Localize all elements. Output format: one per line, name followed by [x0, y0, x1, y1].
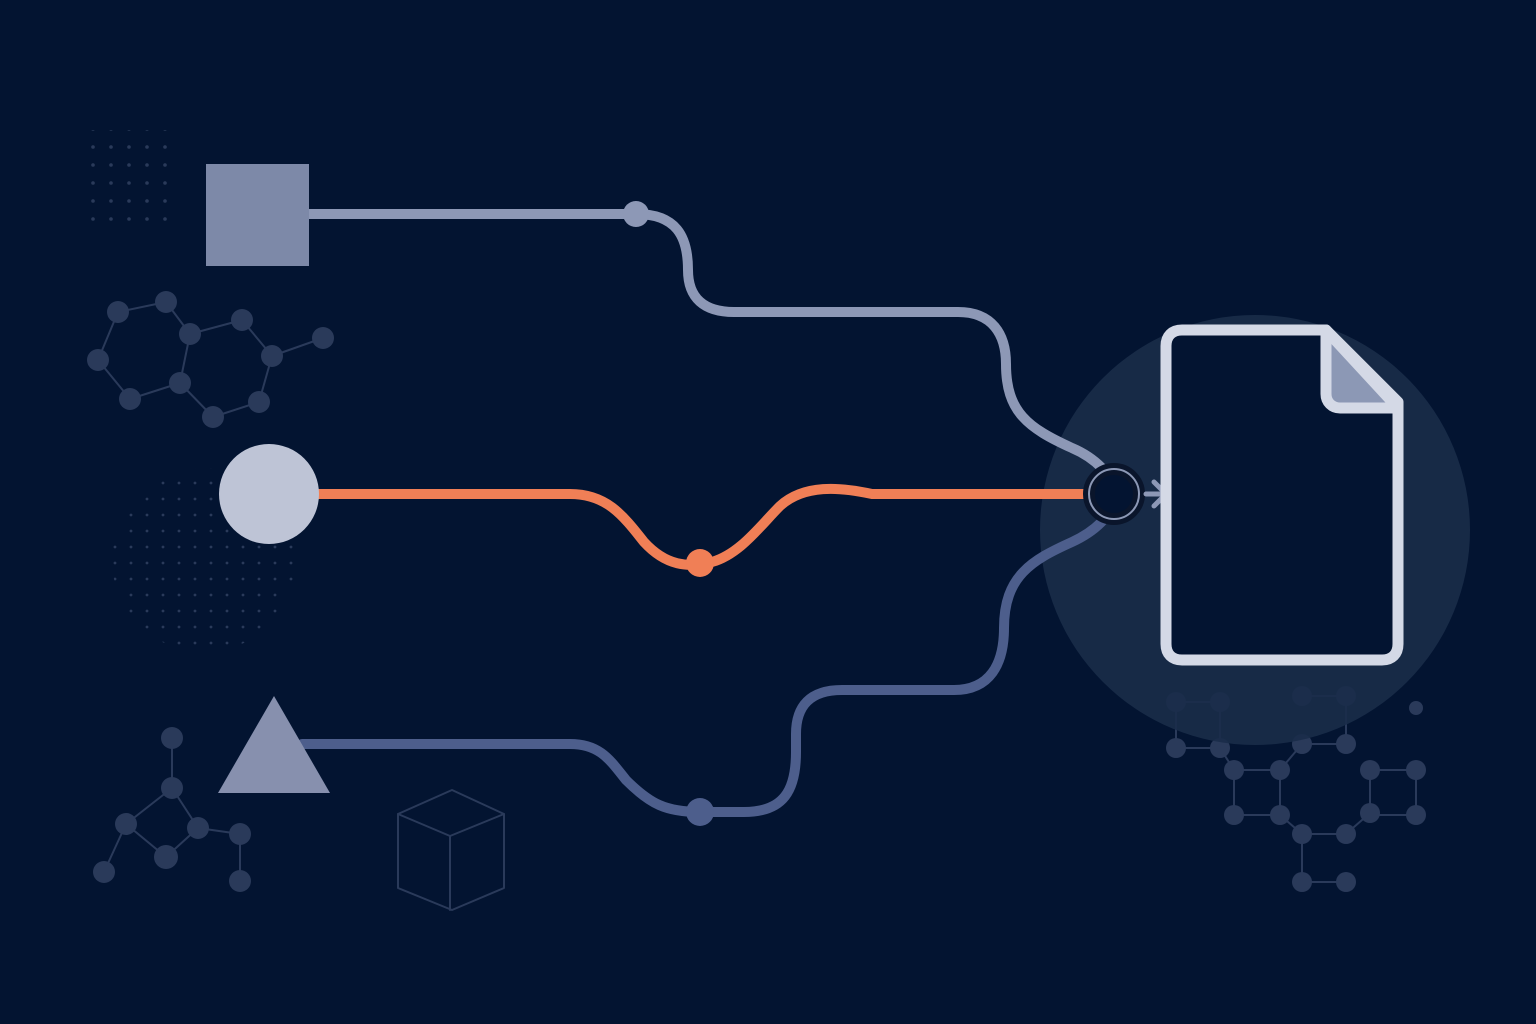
molecule-node — [1210, 738, 1230, 758]
molecule-link — [103, 737, 173, 873]
merge-node-ring — [1088, 468, 1140, 520]
molecule-node — [1224, 760, 1244, 780]
molecule-node — [1336, 872, 1356, 892]
molecule-node — [155, 291, 177, 313]
triangle-input-icon — [218, 696, 330, 793]
molecule-node — [1336, 824, 1356, 844]
middle-path-node — [686, 549, 714, 577]
molecule-node — [312, 327, 334, 349]
molecule-node — [248, 391, 270, 413]
molecule-node — [1406, 805, 1426, 825]
molecule-icon-bottom-left — [93, 727, 251, 892]
top-flow-path — [303, 209, 1123, 495]
dot-grid-top-left — [82, 130, 180, 222]
molecule-link — [1233, 769, 1281, 816]
molecule-node — [87, 349, 109, 371]
molecule-node — [179, 323, 201, 345]
molecule-node — [93, 861, 115, 883]
bottom-flow-path — [297, 495, 1123, 817]
document-fold-corner — [1320, 324, 1404, 414]
molecule-node — [1360, 760, 1380, 780]
molecule-node — [1224, 805, 1244, 825]
molecule-node — [1270, 805, 1290, 825]
molecule-nodes — [93, 727, 251, 892]
cube-outline-icon — [397, 789, 505, 911]
molecule-node — [119, 388, 141, 410]
molecule-node — [1336, 734, 1356, 754]
molecule-node — [202, 406, 224, 428]
top-path-node — [623, 201, 649, 227]
molecule-node — [161, 777, 183, 799]
molecule-node — [154, 845, 178, 869]
molecule-node — [229, 823, 251, 845]
molecule-node — [1406, 760, 1426, 780]
molecule-node — [1409, 701, 1423, 715]
molecule-node — [1292, 872, 1312, 892]
molecule-node — [231, 309, 253, 331]
molecule-node — [169, 372, 191, 394]
molecule-node — [161, 727, 183, 749]
molecule-node — [1270, 760, 1290, 780]
square-input-icon — [206, 164, 309, 266]
document-output-icon — [1160, 324, 1404, 666]
molecule-node — [1360, 803, 1380, 823]
cube-face — [397, 789, 505, 911]
molecule-node — [261, 345, 283, 367]
molecule-icon-top-left — [87, 291, 334, 428]
molecule-node — [115, 813, 137, 835]
circle-input-icon — [219, 444, 319, 544]
bottom-path-node — [686, 798, 714, 826]
molecule-node — [107, 301, 129, 323]
molecule-node — [187, 817, 209, 839]
molecule-node — [229, 870, 251, 892]
molecule-node — [1292, 824, 1312, 844]
molecule-node — [1166, 738, 1186, 758]
molecule-nodes — [87, 291, 334, 428]
